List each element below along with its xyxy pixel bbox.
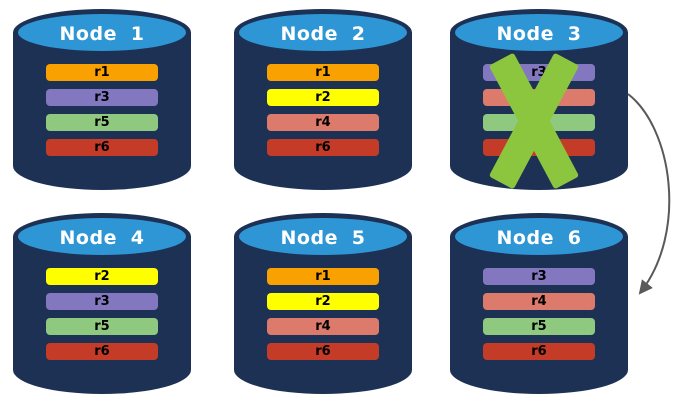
node-6-cylinder-top: Node 6	[450, 213, 628, 260]
node-2-replicas: r1 r2 r4 r6	[267, 64, 379, 164]
node-3: Node 3 r3 r4 r5 r6	[450, 9, 628, 190]
replica-bar: r3	[46, 89, 158, 106]
replica-bar: r1	[267, 64, 379, 81]
replica-bar: r5	[46, 318, 158, 335]
node-1-replicas: r1 r3 r5 r6	[46, 64, 158, 164]
node-2-cylinder-body	[234, 32, 412, 190]
replica-bar: r1	[267, 268, 379, 285]
node-5-cylinder-top: Node 5	[234, 213, 412, 260]
failover-arrow-path	[627, 93, 671, 295]
replica-bar: r5	[483, 318, 595, 335]
replica-bar: r4	[483, 89, 595, 106]
node-5-cylinder-body	[234, 236, 412, 394]
node-4-cylinder-top: Node 4	[13, 213, 191, 260]
node-1: Node 1 r1 r3 r5 r6	[13, 9, 191, 190]
node-4-replicas: r2 r3 r5 r6	[46, 268, 158, 368]
node-3-cylinder-top: Node 3	[450, 9, 628, 56]
node-title: Node 5	[280, 226, 366, 249]
replica-bar: r6	[483, 343, 595, 360]
node-5-replicas: r1 r2 r4 r6	[267, 268, 379, 368]
node-6-replicas: r3 r4 r5 r6	[483, 268, 595, 368]
replica-bar: r3	[483, 64, 595, 81]
replica-bar: r6	[267, 343, 379, 360]
replica-bar: r2	[267, 293, 379, 310]
replica-bar: r1	[46, 64, 158, 81]
node-2-cylinder-top: Node 2	[234, 9, 412, 56]
replica-bar: r3	[46, 293, 158, 310]
node-1-cylinder-body	[13, 32, 191, 190]
replica-bar: r6	[46, 139, 158, 156]
replica-bar: r5	[483, 114, 595, 131]
node-5: Node 5 r1 r2 r4 r6	[234, 213, 412, 394]
replica-bar: r6	[46, 343, 158, 360]
node-4-cylinder-body	[13, 236, 191, 394]
node-title: Node 3	[496, 22, 582, 45]
node-4: Node 4 r2 r3 r5 r6	[13, 213, 191, 394]
node-1-cylinder-top: Node 1	[13, 9, 191, 56]
replica-bar: r2	[267, 89, 379, 106]
node-6: Node 6 r3 r4 r5 r6	[450, 213, 628, 394]
replica-bar: r4	[483, 293, 595, 310]
node-title: Node 6	[496, 226, 582, 249]
replica-bar: r2	[46, 268, 158, 285]
replica-bar: r4	[267, 114, 379, 131]
replica-bar: r5	[46, 114, 158, 131]
node-2: Node 2 r1 r2 r4 r6	[234, 9, 412, 190]
node-3-replicas: r3 r4 r5 r6	[483, 64, 595, 164]
replica-bar: r6	[483, 139, 595, 156]
node-title: Node 4	[59, 226, 145, 249]
replica-bar: r6	[267, 139, 379, 156]
replica-bar: r3	[483, 268, 595, 285]
node-6-cylinder-body	[450, 236, 628, 394]
replica-bar: r4	[267, 318, 379, 335]
node-title: Node 2	[280, 22, 366, 45]
node-title: Node 1	[59, 22, 145, 45]
